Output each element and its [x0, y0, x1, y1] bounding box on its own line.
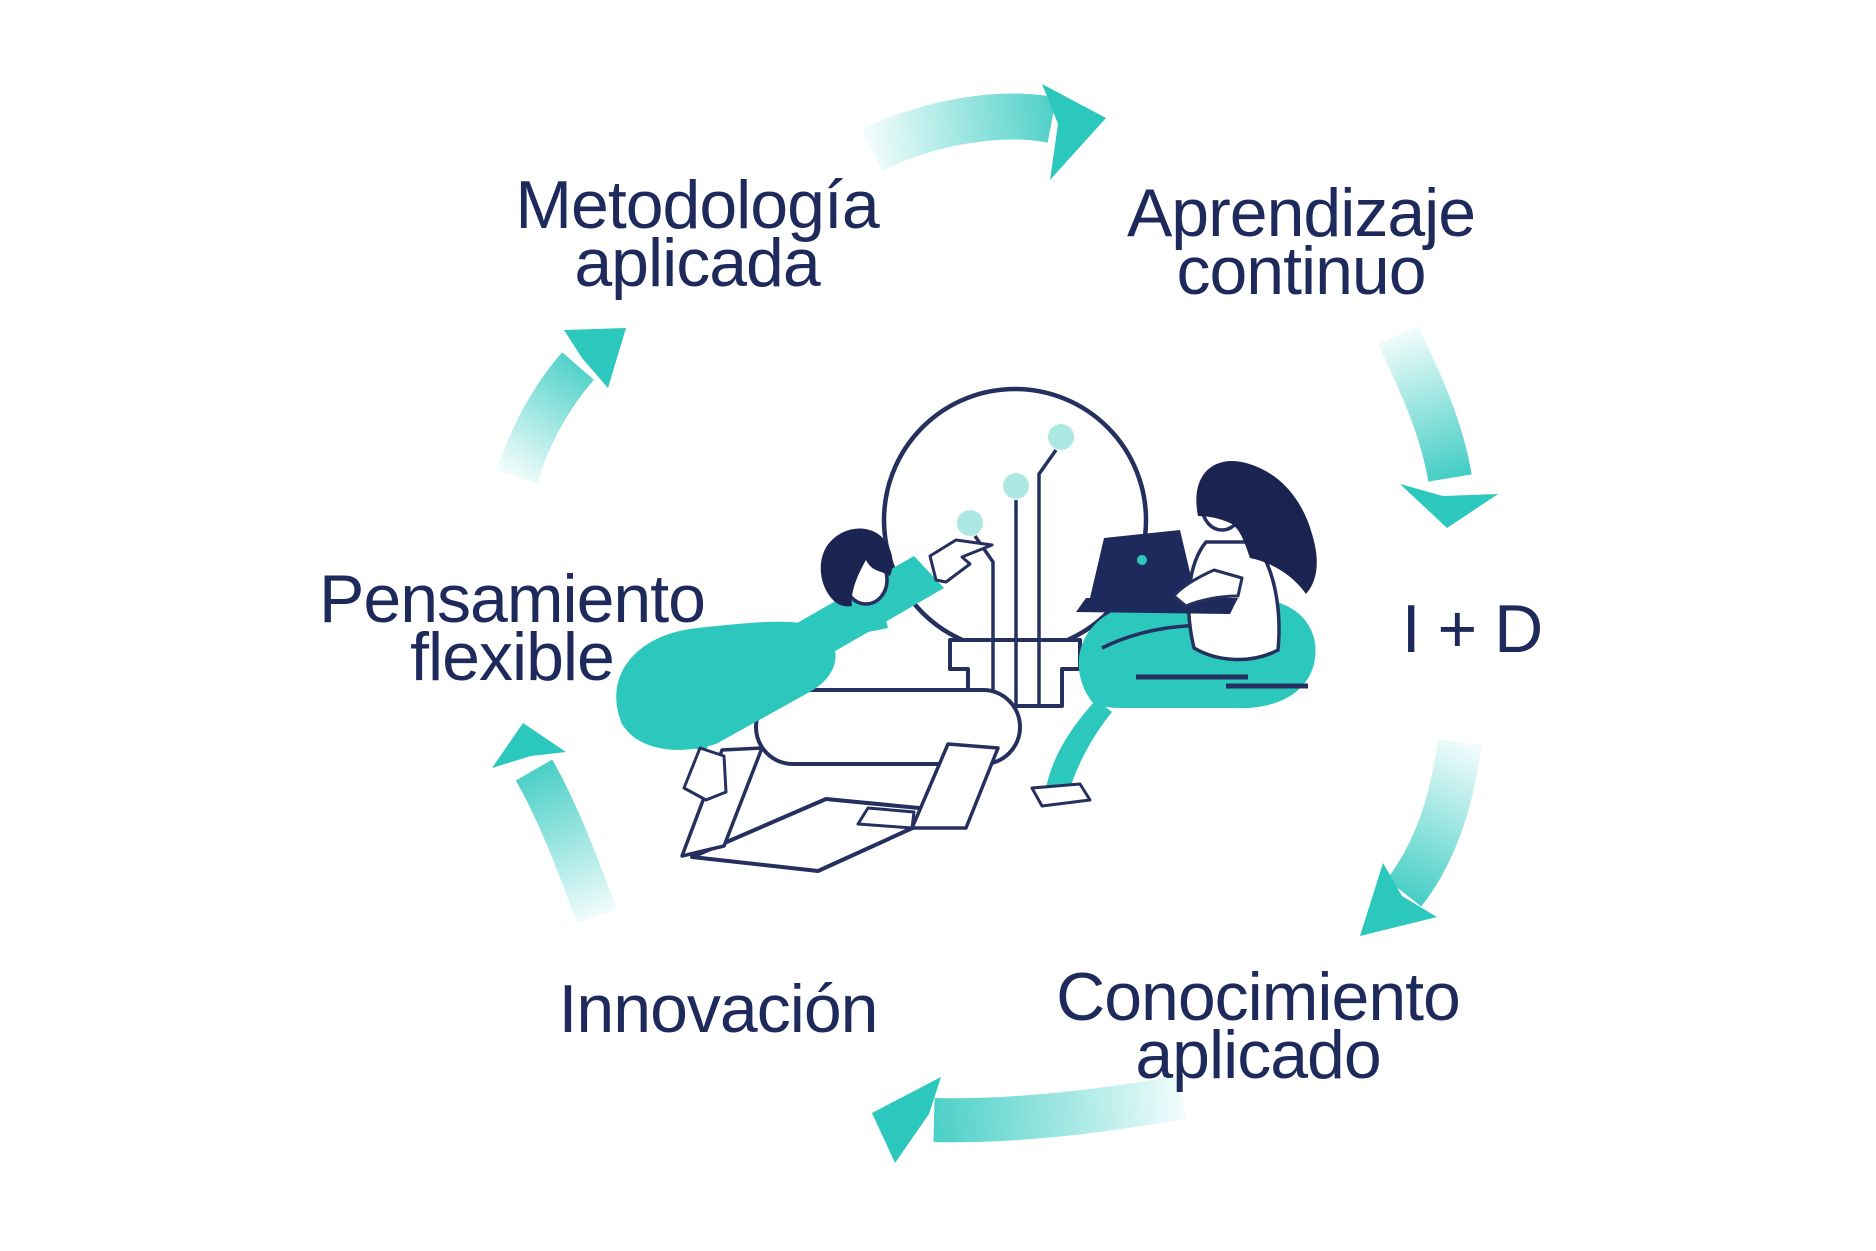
- step-line: Innovación: [558, 971, 879, 1047]
- cycle-step-label-innovacion: Innovación: [558, 971, 879, 1047]
- step-line: Metodología: [515, 167, 879, 243]
- arrow-leftbottom-up: [492, 723, 617, 924]
- arrow-lefttop-upright: [496, 328, 626, 484]
- step-line: I + D: [1401, 591, 1543, 667]
- arrow-right-down: [1378, 325, 1498, 528]
- step-line: aplicado: [1135, 1017, 1381, 1093]
- cycle-step-label-metodologia: Metodología aplicada: [515, 167, 879, 301]
- man-figure: [616, 528, 1022, 858]
- arrow-top-right: [862, 84, 1106, 180]
- arrow-bottom-left: [872, 1075, 1186, 1163]
- pointing-hand: [928, 538, 994, 584]
- step-line: Aprendizaje: [1126, 175, 1476, 251]
- step-line: aplicada: [574, 225, 820, 301]
- step-line: flexible: [410, 619, 615, 695]
- cycle-step-label-i-mas-d: I + D: [1401, 591, 1543, 667]
- cycle-step-label-conocimiento: Conocimiento aplicado: [1056, 959, 1461, 1093]
- step-line: Conocimiento: [1056, 959, 1461, 1035]
- step-line: Pensamiento: [319, 561, 706, 637]
- woman-figure: [1030, 460, 1317, 808]
- people-lightbulb-illustration: [616, 386, 1317, 873]
- cycle-step-label-aprendizaje: Aprendizaje continuo: [1126, 175, 1476, 309]
- arrow-rightbottom-downleft: [1360, 738, 1482, 936]
- step-line: continuo: [1176, 233, 1426, 309]
- cycle-step-label-pensamiento: Pensamiento flexible: [319, 561, 706, 695]
